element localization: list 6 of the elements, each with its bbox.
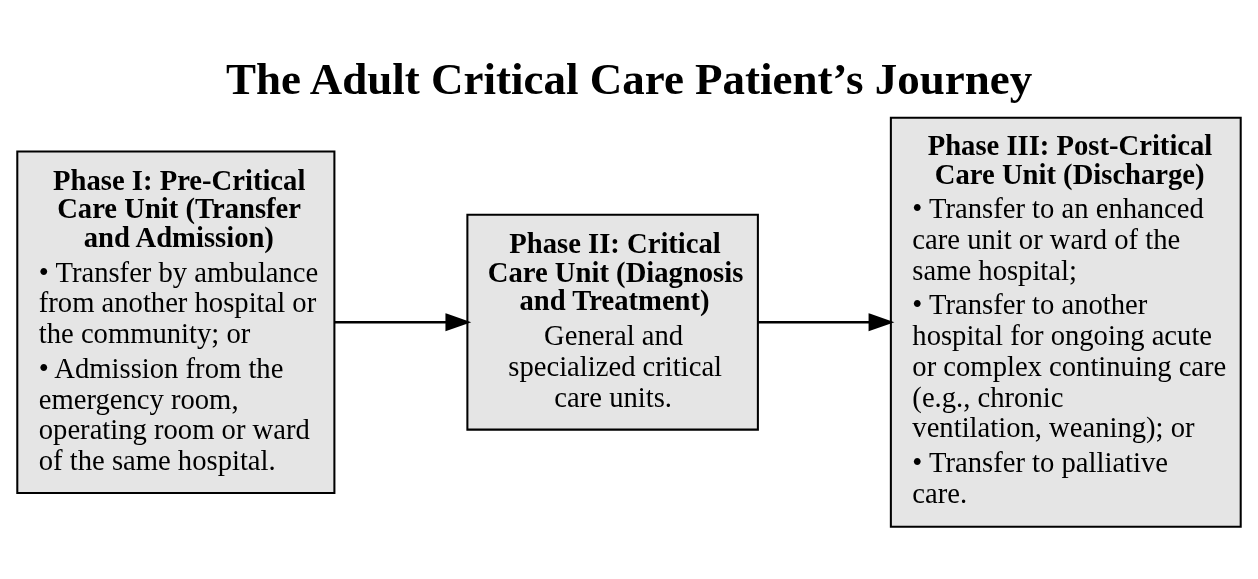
- arrow: [758, 313, 895, 332]
- node-box: Phase II: Critical Care Unit (Diagnosis and Treatment) General and specialized critical care units.: [466, 213, 759, 431]
- arrow: [334, 313, 472, 332]
- diagram-title: The Adult Critical Care Patient’s Journey: [225, 54, 1033, 105]
- node-box: Phase I: Pre-Critical Care Unit (Transfer and Admission) • Transfer by ambulance from another hospital or the community; or • Admission from the emergency room, operating room or ward of the same hospital.: [16, 150, 336, 495]
- node-box: Phase III: Post-Critical Care Unit (Discharge) • Transfer to an enhanced care unit or ward of the same hospital; • Transfer to another hospital for ongoing acute or complex continuing care (e.g., chronic ventilation, weaning); or • Transfer to palliative care.: [889, 116, 1242, 528]
